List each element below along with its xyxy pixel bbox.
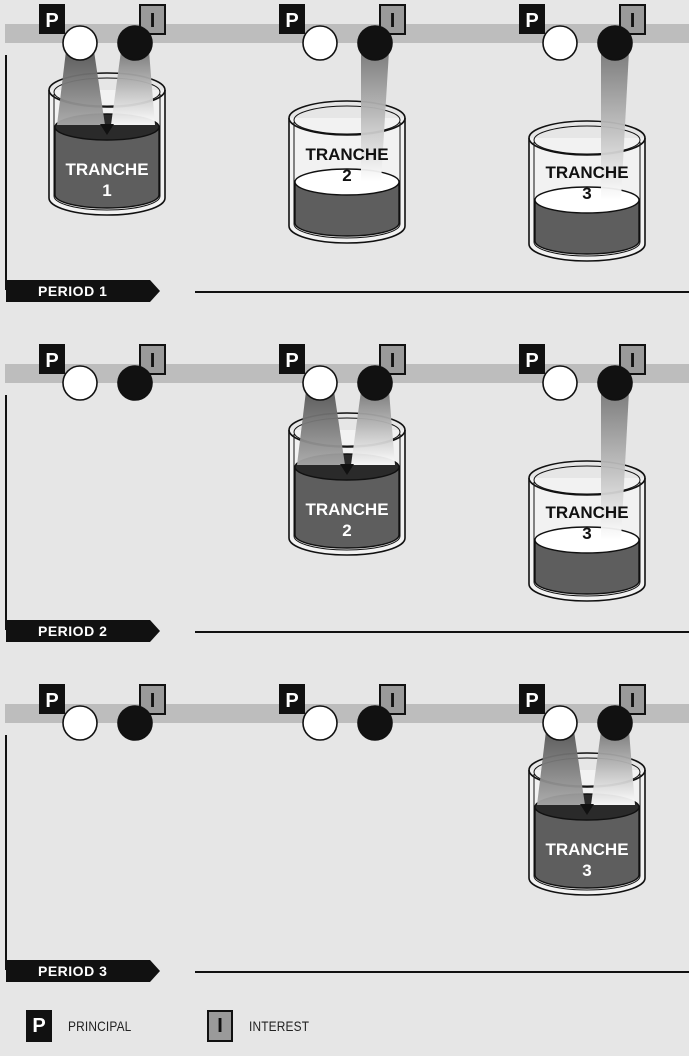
interest-box-label: I	[150, 690, 156, 712]
period-2-row: PERIOD 2 P I P I TRANCHE 2 P I TRANCHE 3	[5, 344, 689, 642]
principal-cash-circle	[63, 706, 97, 740]
tranche-label-number: 1	[102, 181, 111, 200]
tranche-label-number: 2	[342, 166, 351, 185]
interest-cash-circle	[598, 26, 632, 60]
principal-flow-beam	[297, 391, 345, 465]
interest-box-label: I	[390, 10, 396, 32]
principal-box-label: P	[45, 690, 58, 712]
principal-cash-circle	[63, 366, 97, 400]
tranche-label-word: TRANCHE	[545, 840, 628, 859]
principal-cash-circle	[303, 706, 337, 740]
principal-box-label: P	[285, 690, 298, 712]
cash-rail	[5, 364, 689, 383]
principal-box-label: P	[525, 10, 538, 32]
tranche-label-number: 3	[582, 861, 591, 880]
tranche-label-word: TRANCHE	[545, 163, 628, 182]
period-1-row: PERIOD 1 P I TRANCHE 1 P I TRANCHE 2 P I TRANCHE 3	[5, 4, 689, 302]
tranche-label-word: TRANCHE	[65, 160, 148, 179]
interest-cash-circle	[358, 26, 392, 60]
interest-cash-circle	[118, 26, 152, 60]
interest-cash-circle	[118, 366, 152, 400]
period-label: PERIOD 2	[38, 623, 107, 639]
principal-box-label: P	[525, 690, 538, 712]
principal-cash-circle	[303, 366, 337, 400]
period-label: PERIOD 1	[38, 283, 107, 299]
principal-cash-circle	[63, 26, 97, 60]
period-label: PERIOD 3	[38, 963, 107, 979]
principal-box-label: P	[525, 350, 538, 372]
principal-legend-box: P	[26, 1010, 52, 1042]
interest-cash-circle	[358, 366, 392, 400]
interest-cash-circle	[358, 706, 392, 740]
principal-box-label: P	[285, 350, 298, 372]
interest-cash-circle	[598, 366, 632, 400]
principal-flow-beam	[537, 731, 585, 805]
legend-principal: P PRINCIPAL	[26, 1010, 143, 1042]
principal-flow-beam	[57, 51, 105, 125]
interest-box-label: I	[150, 10, 156, 32]
tranche-label-number: 2	[342, 521, 351, 540]
interest-flow-beam	[111, 51, 155, 125]
interest-legend-label: INTEREST	[249, 1018, 309, 1034]
legend-interest: I INTEREST	[207, 1010, 320, 1042]
tranche-label-number: 3	[582, 184, 591, 203]
tranche-label-word: TRANCHE	[545, 503, 628, 522]
principal-cash-circle	[543, 366, 577, 400]
tranche-label-number: 3	[582, 524, 591, 543]
principal-cash-circle	[303, 26, 337, 60]
interest-box-label: I	[630, 350, 636, 372]
interest-cash-circle	[118, 706, 152, 740]
interest-box-label: I	[630, 10, 636, 32]
principal-box-label: P	[45, 10, 58, 32]
cash-rail	[5, 704, 689, 723]
principal-cash-circle	[543, 706, 577, 740]
interest-cash-circle	[598, 706, 632, 740]
principal-legend-label: PRINCIPAL	[68, 1018, 131, 1034]
interest-legend-box: I	[207, 1010, 233, 1042]
period-3-row: PERIOD 3 P I P I P I TRANCHE 3	[5, 684, 689, 982]
interest-flow-beam	[591, 731, 635, 805]
principal-box-label: P	[45, 350, 58, 372]
cash-rail	[5, 24, 689, 43]
principal-box-label: P	[285, 10, 298, 32]
tranche-label-word: TRANCHE	[305, 500, 388, 519]
interest-box-label: I	[630, 690, 636, 712]
interest-box-label: I	[390, 690, 396, 712]
principal-cash-circle	[543, 26, 577, 60]
tranche-label-word: TRANCHE	[305, 145, 388, 164]
interest-flow-beam	[351, 391, 395, 465]
interest-box-label: I	[150, 350, 156, 372]
interest-box-label: I	[390, 350, 396, 372]
